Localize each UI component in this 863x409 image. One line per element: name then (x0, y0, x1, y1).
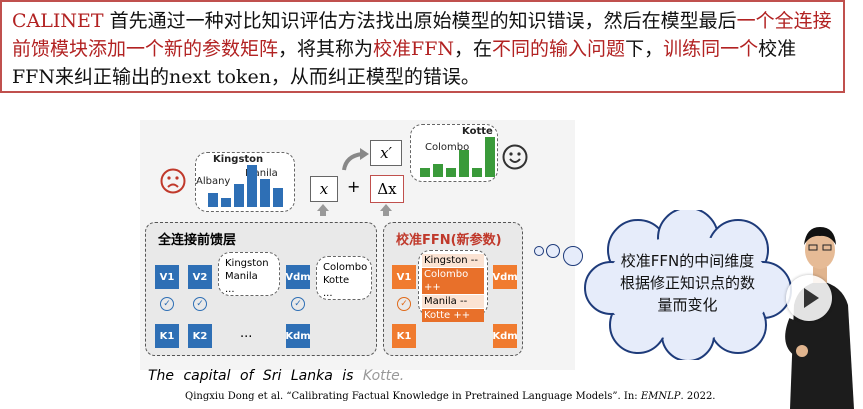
cloud-connector-dot (546, 244, 560, 258)
desc-seg8: 下， (625, 38, 664, 60)
sentence-text: The capital of Sri Lanka is (148, 368, 363, 384)
calibration-ffn-title: 校准FFN(新参数) (396, 233, 502, 248)
sad-face-icon (160, 168, 186, 194)
cloud-connector-dot (534, 246, 544, 256)
ffn-thought-item: Kotte (323, 275, 350, 286)
chart-bar (221, 197, 231, 207)
left-chart-label-albany: Albany (196, 176, 231, 187)
neuron-label: K1 (159, 330, 175, 342)
calib-item: Colombo ++ (422, 268, 484, 294)
calib-item: Kingston -- (422, 254, 484, 267)
neuron-label: Vdm (285, 271, 311, 283)
desc-seg3: 一个全连接前馈模块添加一个新的参数矩阵 (12, 10, 832, 60)
ffn-thought-item: ... (225, 284, 235, 295)
neuron-label: K2 (192, 330, 208, 342)
neuron-v1: V1 (155, 265, 179, 289)
calib-item: Kotte ++ (422, 309, 484, 322)
citation-venue: EMNLP (640, 391, 681, 402)
calib-neuron-vdm: Vdm (492, 265, 518, 289)
left-bar-chart (208, 165, 283, 207)
right-chart-label-colombo: Colombo (425, 142, 470, 153)
chart-bar (247, 165, 257, 207)
neuron-label: K1 (396, 330, 412, 342)
chart-bar (485, 137, 495, 177)
play-icon (804, 288, 819, 308)
left-chart-title: Kingston (213, 154, 264, 165)
neuron-k2: K2 (188, 324, 212, 348)
ffn-thought-item: Manila (225, 271, 258, 282)
chart-bar (446, 168, 456, 177)
desc-seg4: ，将其称为 (278, 38, 374, 60)
up-arrow-icon (317, 204, 329, 216)
desc-seg10: 校准FFN来纠正输出的next token，从而纠正模型的错误。 (12, 38, 797, 88)
check-icon: ✓ (291, 297, 305, 311)
cloud-connector-dot (563, 246, 583, 266)
desc-seg5: 校准FFN (373, 38, 455, 60)
neuron-kdm: Kdm (285, 324, 311, 348)
neuron-v2: V2 (188, 265, 212, 289)
chart-bar (420, 168, 430, 177)
calib-item: Manila -- (422, 295, 484, 308)
ffn-thought-bubble-2: Colombo Kotte ... (316, 256, 372, 300)
sentence-answer: Kotte. (362, 368, 405, 384)
ffn-thought-bubble-1: Kingston Manila ... (218, 252, 280, 296)
delta-x-label: Δx (377, 180, 397, 198)
delta-x-box: Δx (370, 175, 404, 203)
citation-pre: Qingxiu Dong et al. “Calibrating Factual… (185, 391, 641, 402)
chart-bar (273, 188, 283, 207)
calib-neuron-kdm: Kdm (492, 324, 518, 348)
chart-bar (459, 150, 469, 177)
neuron-vdm: Vdm (285, 265, 311, 289)
chart-bar (260, 179, 270, 207)
neuron-label: V2 (192, 271, 208, 283)
right-bar-chart (420, 137, 495, 177)
cloud-text: 校准FFN的中间维度根据修正知识点的数量而变化 (619, 252, 755, 314)
neuron-label: Vdm (492, 271, 518, 283)
play-button[interactable] (786, 275, 832, 321)
example-sentence: The capital of Sri Lanka is Kotte. (148, 368, 404, 384)
calib-thought-bubble: Kingston -- Colombo ++ Manila -- Kotte +… (418, 250, 488, 322)
happy-face-icon (502, 144, 528, 170)
ffn-title: 全连接前馈层 (158, 233, 237, 248)
check-icon: ✓ (193, 297, 207, 311)
calib-neuron-k1: K1 (392, 324, 416, 348)
chart-bar (208, 193, 218, 207)
description-box: CALINET 首先通过一种对比知识评估方法找出原始模型的知识错误，然后在模型最… (0, 0, 845, 93)
plus-sign: + (347, 177, 361, 196)
check-icon: ✓ (160, 297, 174, 311)
x-label: x (319, 180, 329, 198)
check-icon: ✓ (397, 297, 411, 311)
citation-post: . 2022. (680, 391, 716, 402)
ellipsis: ... (240, 326, 253, 341)
ffn-thought-item: Kingston (225, 258, 269, 269)
right-chart-title: Kotte (462, 126, 493, 137)
neuron-label: Kdm (285, 330, 311, 342)
x-prime-label: x′ (380, 144, 392, 162)
neuron-label: Kdm (492, 330, 518, 342)
desc-seg1: CALINET (12, 10, 104, 32)
desc-seg7: 不同的输入问题 (492, 38, 626, 60)
calib-neuron-v1: V1 (392, 265, 416, 289)
desc-seg6: ，在 (454, 38, 493, 60)
chart-bar (234, 183, 244, 207)
ffn-thought-item: ... (323, 288, 333, 299)
left-chart-label-manila: Manila (245, 168, 278, 179)
ffn-thought-item: Colombo (323, 262, 368, 273)
chart-bar (472, 168, 482, 177)
chart-bar (433, 163, 443, 177)
x-prime-box: x′ (370, 140, 402, 166)
desc-seg2: 首先通过一种对比知识评估方法找出原始模型的知识错误，然后在模型最后 (103, 10, 737, 32)
neuron-label: V1 (159, 271, 175, 283)
desc-seg9: 训练同一个 (663, 38, 759, 60)
neuron-label: V1 (396, 271, 412, 283)
citation: Qingxiu Dong et al. “Calibrating Factual… (185, 391, 716, 402)
up-arrow-icon (380, 204, 392, 216)
x-box: x (310, 176, 338, 202)
curved-arrow-icon (342, 148, 369, 171)
neuron-k1: K1 (155, 324, 179, 348)
